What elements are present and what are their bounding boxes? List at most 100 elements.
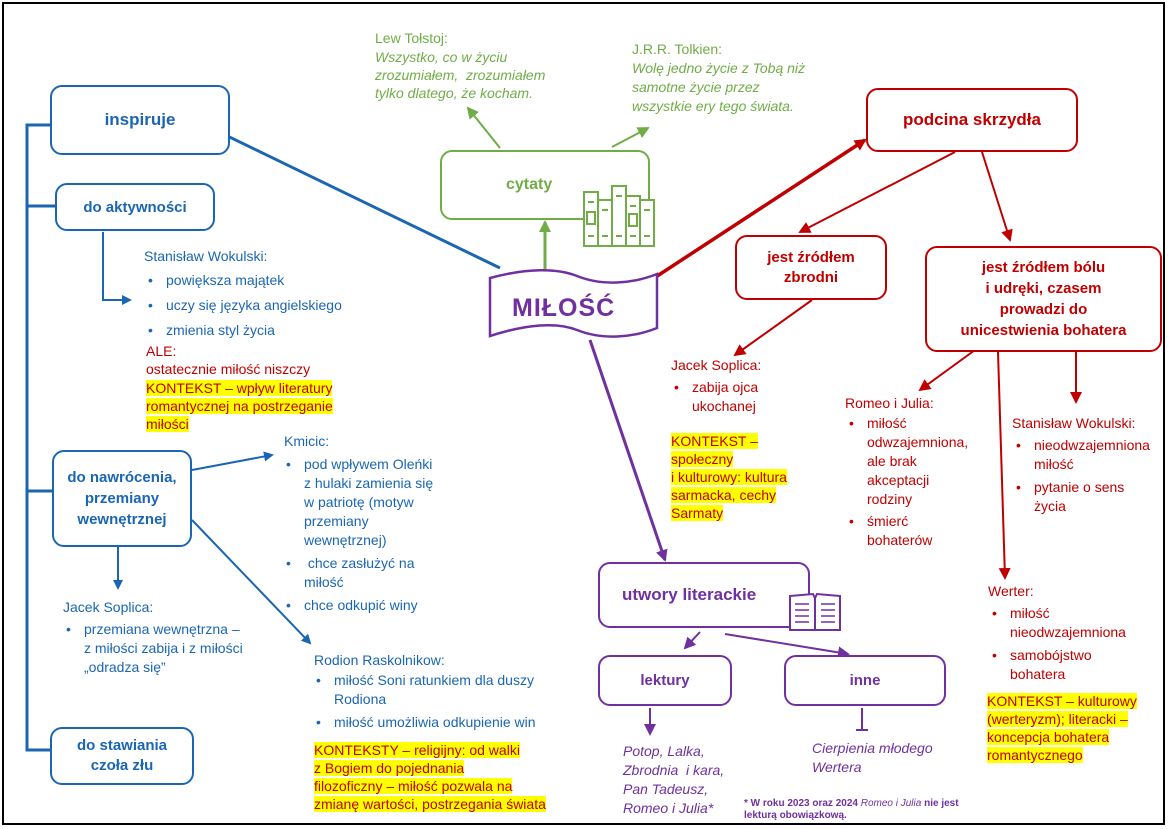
- kontekst-line: filozoficzny – miłość pozwala na: [314, 778, 513, 794]
- kontekst-line: koncepcja bohatera: [987, 729, 1110, 745]
- bolu-line: i udręki, czasem: [985, 280, 1102, 297]
- lektury-label: lektury: [640, 672, 690, 689]
- tolstoj-author: Lew Tołstoj:: [375, 30, 448, 46]
- do-aktywnosci-box: do aktywności: [55, 183, 215, 231]
- arrow-podcina-bolu: [981, 151, 1013, 242]
- kontekst-line: społeczny: [671, 451, 734, 467]
- list-item: miłość Soni ratunkiem dla duszy Rodiona: [312, 671, 536, 709]
- romeo-list: miłość odwzajemniona, ale brak akceptacj…: [845, 414, 968, 550]
- arrow-milosc-podcina: [644, 138, 867, 286]
- kontekst-line: zmianę wartości, postrzegania świata: [314, 796, 546, 812]
- soplica-left-list: przemiana wewnętrzna – z miłości zabija …: [62, 620, 243, 677]
- utwory-box: utwory literackie: [598, 562, 810, 628]
- kontekst-line: i kulturowy: kultura: [671, 469, 787, 485]
- list-item: powiększa majątek: [144, 268, 342, 293]
- zbrodni-line: jest źródłem: [767, 248, 855, 266]
- zbrodni-line: zbrodni: [783, 268, 839, 286]
- kontekst-line: romantycznego: [987, 747, 1083, 763]
- romeo-name: Romeo i Julia:: [845, 395, 934, 411]
- arrow-utwory-lektury: [683, 631, 701, 650]
- list-item: Zbrodnia i kara,: [623, 762, 725, 778]
- list-item: Romeo i Julia*: [623, 800, 714, 816]
- kontekst-line: Sarmaty: [671, 505, 724, 521]
- list-item: chce odkupić winy: [282, 596, 433, 615]
- list-item: zmienia styl życia: [144, 318, 342, 343]
- arrow-zbrodni-soplica: [733, 299, 813, 357]
- line-inne-list: [856, 708, 868, 731]
- kontekst-line: miłości: [146, 416, 189, 432]
- bolu-line: unicestwienia bohatera: [960, 322, 1127, 339]
- kontekst-line: (werteryzm); literacki –: [987, 711, 1128, 727]
- nawrocenia-line: wewnętrznej: [77, 511, 167, 528]
- kontekst-line: KONTEKSTY – religijny: od walki: [314, 742, 520, 758]
- list-item: przemiana wewnętrzna – z miłości zabija …: [62, 620, 243, 677]
- kmicic-list: pod wpływem Oleńki z hulaki zamienia się…: [282, 455, 433, 615]
- zrodlem-zbrodni-box: jest źródłem zbrodni: [735, 235, 887, 300]
- list-item: pytanie o sens życia: [1012, 478, 1150, 516]
- wokulski-left-name: Stanisław Wokulski:: [144, 248, 268, 264]
- list-item: nieodwzajemniona miłość: [1012, 436, 1150, 474]
- bolu-line: jest źródłem bólu: [981, 259, 1106, 276]
- list-item: Pan Tadeusz,: [623, 781, 709, 797]
- book-icon: [789, 592, 841, 631]
- footnote: * W roku 2023 oraz 2024 Romeo i Julia ni…: [744, 798, 959, 821]
- cytaty-label: cytaty: [506, 176, 553, 193]
- arrow-bolu-werter: [997, 351, 1011, 580]
- inne-label: inne: [849, 672, 881, 689]
- utwory-label: utwory literackie: [622, 585, 757, 604]
- kontekst-line: romantycznej na postrzeganie: [146, 398, 333, 414]
- center-label: MIŁOŚĆ: [512, 294, 616, 322]
- left-bracket-line: [25, 123, 50, 752]
- arrow-bolu-romeo: [918, 349, 976, 392]
- arrow-nawrocenia-raskolnikow: [191, 519, 312, 645]
- list-item: samobójstwo bohatera: [988, 646, 1126, 684]
- inspiruje-label: inspiruje: [104, 110, 176, 129]
- list-item: miłość umożliwia odkupienie win: [312, 713, 536, 732]
- podcina-label: podcina skrzydła: [903, 110, 1041, 129]
- ale-text: ostatecznie miłość niszczy: [146, 361, 311, 377]
- soplica-right-kontekst: KONTEKST – społeczny i kulturowy: kultur…: [671, 432, 787, 522]
- arrow-milosc-inspiruje: [182, 113, 501, 270]
- raskolnikow-kontekst: KONTEKSTY – religijny: od walki z Bogiem…: [314, 741, 546, 813]
- soplica-right-name: Jacek Soplica:: [671, 357, 762, 373]
- zrodlem-bolu-box: jest źródłem bólu i udręki, czasem prowa…: [925, 246, 1162, 352]
- lektury-box: lektury: [598, 655, 732, 706]
- milosc-banner: [488, 269, 659, 338]
- nawrocenia-line: do nawrócenia,: [67, 469, 177, 486]
- wokulski-left-list: powiększa majątek uczy się języka angiel…: [144, 268, 342, 343]
- tolstoj-quote: Wszystko, co w życiu zrozumiałem, zrozum…: [375, 49, 546, 101]
- kontekst-line: KONTEKST –: [671, 433, 758, 449]
- inne-list: Cierpienia młodego Wertera: [812, 739, 933, 777]
- wokulski-right-list: nieodwzajemniona miłość pytanie o sens ż…: [1012, 436, 1150, 516]
- stawiania-line: czoła złu: [90, 757, 154, 774]
- inne-box: inne: [784, 655, 946, 706]
- soplica-left-name: Jacek Soplica:: [63, 599, 154, 615]
- ale-kontekst: KONTEKST – wpływ literatury romantycznej…: [146, 379, 333, 433]
- werter-name: Werter:: [988, 583, 1034, 599]
- do-aktywnosci-label: do aktywności: [83, 198, 187, 216]
- arrow-nawrocenia-kmicic: [191, 451, 274, 471]
- arrow-cytaty-tolkien: [611, 127, 650, 148]
- kontekst-line: KONTEKST – kulturowy: [987, 693, 1137, 709]
- arrow-utwory-inne: [724, 633, 850, 659]
- nawrocenia-line: przemiany: [84, 490, 160, 507]
- list-item: Cierpienia młodego: [812, 740, 933, 756]
- wokulski-right-name: Stanisław Wokulski:: [1012, 415, 1136, 431]
- raskolnikow-list: miłość Soni ratunkiem dla duszy Rodiona …: [312, 671, 536, 732]
- do-stawiania-box: do stawiania czoła złu: [50, 727, 194, 785]
- bolu-line: prowadzi do: [999, 301, 1088, 318]
- raskolnikow-name: Rodion Raskolnikow:: [314, 652, 445, 668]
- podcina-box: podcina skrzydła: [866, 88, 1078, 152]
- arrow-milosc-utwory: [588, 339, 668, 562]
- books-icon: [583, 185, 655, 247]
- list-item: Potop, Lalka,: [623, 743, 705, 759]
- kmicic-name: Kmicic:: [284, 433, 330, 449]
- list-item: zabija ojca ukochanej: [670, 378, 758, 416]
- list-item: pod wpływem Oleńki z hulaki zamienia się…: [282, 455, 433, 550]
- arrow-cytaty-tolstoj: [466, 106, 501, 149]
- arrow-podcina-zbrodni: [798, 151, 956, 233]
- werter-list: miłość nieodwzajemniona samobójstwo boha…: [988, 604, 1126, 684]
- kontekst-line: z Bogiem do pojednania: [314, 760, 465, 776]
